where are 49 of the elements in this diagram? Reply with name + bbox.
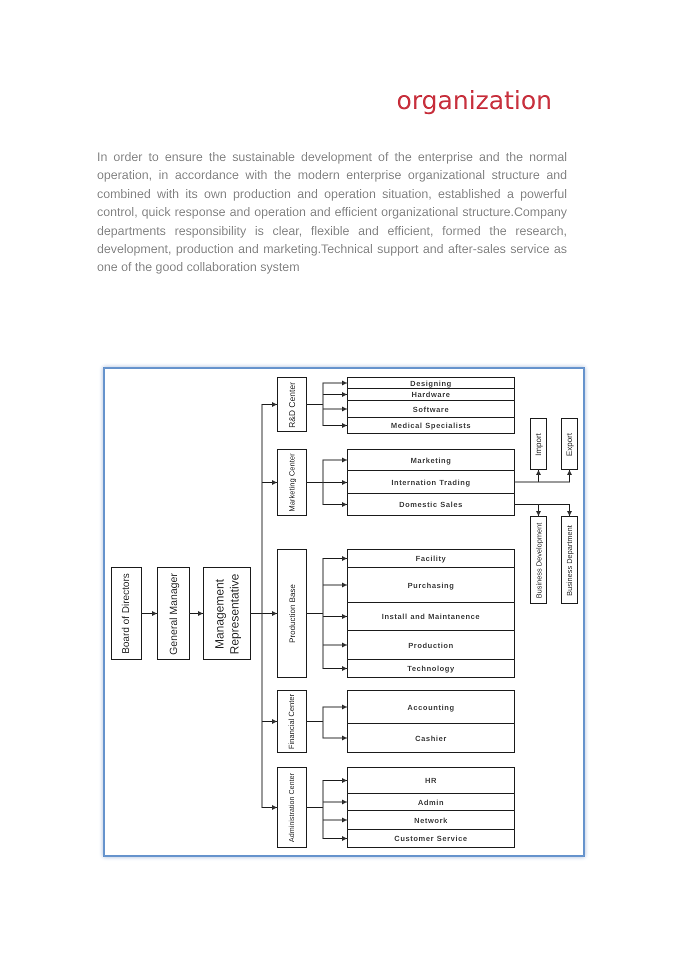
box-label: Export	[565, 432, 574, 456]
intro-paragraph: In order to ensure the sustainable development of the enterprise and the normal operation, in accordance with the modern enterprise organizational structure and combined with its own production and operation situation, established a powerful control, quick response and operation and efficient organizational structure.Company departments responsibility is clear, flexible and efficient, formed the research, development, production and marketing.Technical support and after-sales service as one of the good collaboration system	[97, 149, 567, 276]
org-box	[203, 567, 251, 660]
department-box	[277, 449, 307, 516]
connector-arrow	[514, 504, 572, 516]
department-box	[561, 418, 578, 470]
box-label: Import	[534, 432, 543, 456]
department-box	[530, 516, 547, 604]
connector-arrow	[306, 613, 348, 671]
unit-box	[347, 470, 515, 494]
connector-arrow	[142, 611, 158, 616]
box-label: Board of Directors	[121, 573, 132, 654]
unit-box	[347, 567, 515, 603]
department-box	[530, 418, 547, 470]
department-box	[277, 690, 307, 753]
unit-box	[347, 602, 515, 631]
unit-box	[347, 793, 515, 811]
connector-arrow	[250, 613, 278, 810]
connector-arrow	[306, 404, 348, 428]
unit-box	[347, 377, 515, 389]
connector-arrow	[306, 721, 348, 740]
unit-box	[347, 630, 515, 660]
department-box	[561, 516, 578, 604]
box-label: General Manager	[168, 572, 180, 654]
connector-arrow	[514, 470, 572, 482]
unit-box	[347, 449, 515, 471]
unit-box	[347, 690, 515, 724]
unit-box	[347, 388, 515, 401]
department-box	[277, 549, 307, 678]
unit-box	[347, 417, 515, 434]
box-label: Management Representative	[212, 573, 242, 654]
department-box	[277, 767, 307, 848]
unit-box	[347, 767, 515, 794]
department-box	[277, 377, 307, 432]
unit-box	[347, 723, 515, 753]
unit-box	[347, 810, 515, 830]
unit-box	[347, 400, 515, 418]
unit-box	[347, 659, 515, 678]
org-box	[111, 567, 142, 660]
connector-arrow	[306, 807, 348, 841]
unit-box	[347, 493, 515, 516]
unit-box	[347, 829, 515, 848]
unit-box	[347, 549, 515, 568]
connector-arrow	[306, 482, 348, 507]
box-label: R&D Center	[287, 382, 297, 428]
page-title: organization	[396, 86, 552, 115]
org-box	[157, 567, 190, 660]
connector-arrow	[190, 611, 204, 616]
box-label: Production Base	[288, 584, 296, 643]
